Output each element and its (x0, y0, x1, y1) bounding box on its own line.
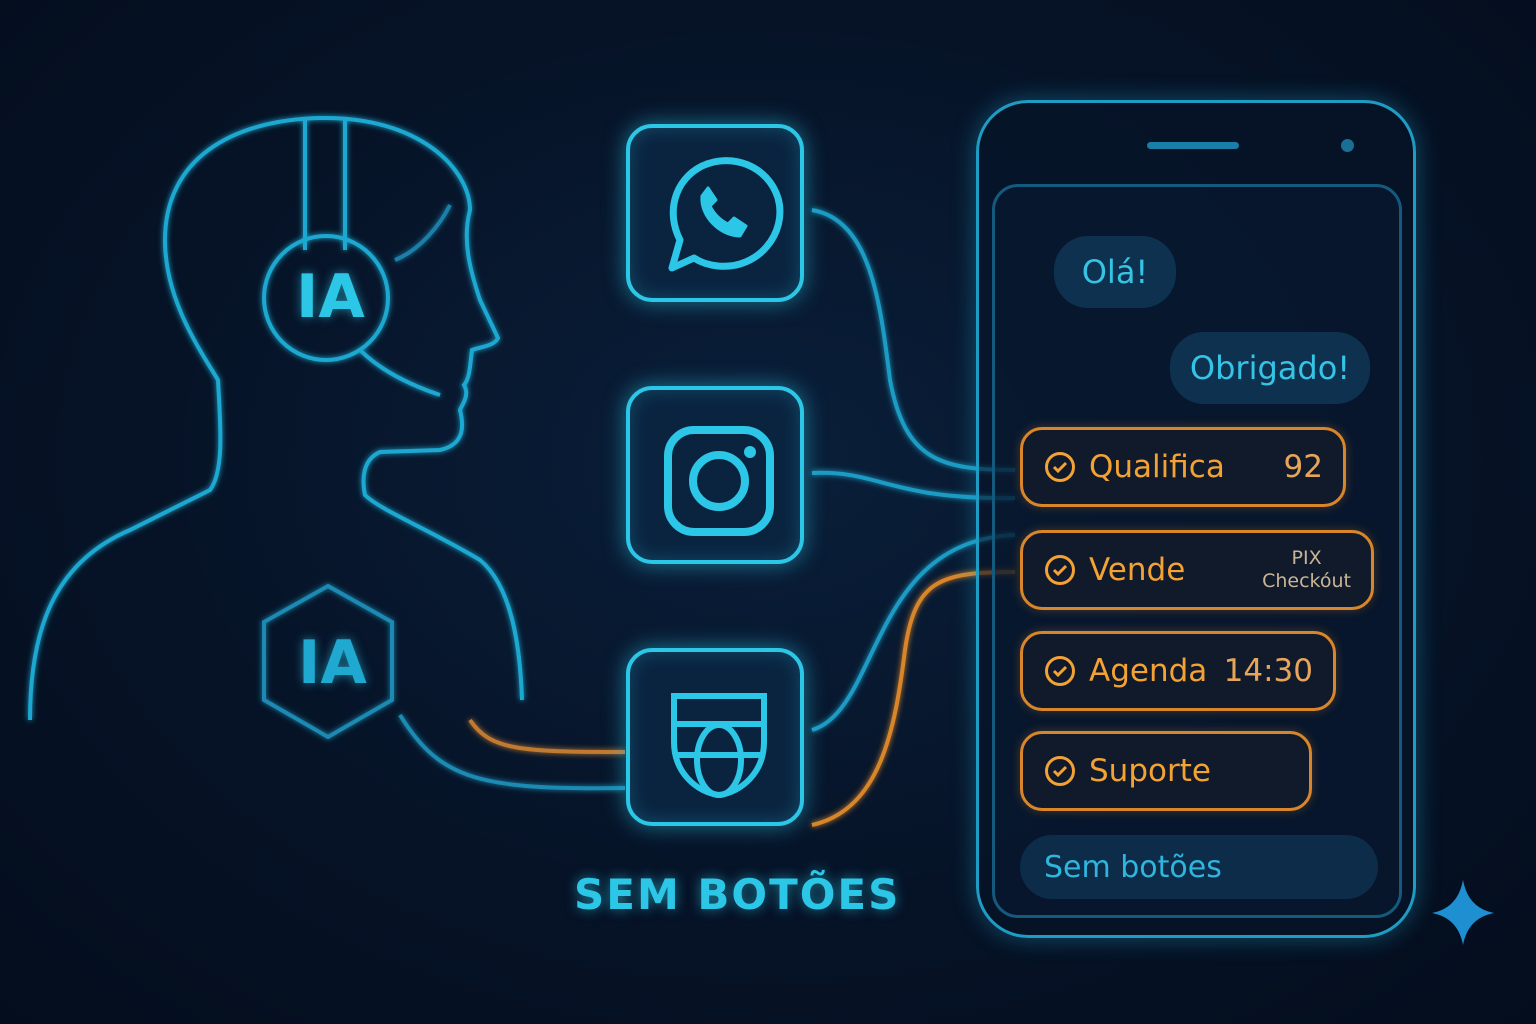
headset-mic (358, 348, 441, 397)
chat-bubble-incoming: Olá! (1054, 236, 1176, 308)
action-value: PIX Checkóut (1262, 547, 1351, 593)
check-circle-icon (1045, 452, 1075, 482)
checkout-label: Checkóut (1262, 570, 1351, 592)
headband (303, 118, 347, 250)
action-card-qualifica[interactable]: Qualifica 92 (1020, 427, 1346, 507)
web-channel-button[interactable] (626, 648, 804, 826)
hexagon-ia-label: IA (298, 628, 367, 698)
action-value: 14:30 (1223, 653, 1313, 689)
action-label: Qualifica (1089, 449, 1225, 485)
globe-shield-icon (671, 693, 767, 799)
action-label: Agenda (1089, 653, 1208, 689)
headset-ia-label: IA (296, 262, 365, 332)
pix-label: PIX (1291, 547, 1322, 569)
phone-camera (1341, 139, 1354, 152)
action-card-vende[interactable]: Vende PIX Checkóut (1020, 530, 1374, 610)
check-circle-icon (1045, 555, 1075, 585)
sparkle-icon (1432, 880, 1494, 945)
chat-bubble-outgoing: Obrigado! (1170, 332, 1370, 404)
instagram-icon (664, 426, 774, 536)
action-value: 92 (1283, 449, 1323, 485)
whatsapp-icon (668, 157, 784, 272)
sem-botoes-caption: SEM BOTÕES (574, 870, 901, 919)
action-label: Suporte (1089, 753, 1211, 789)
check-circle-icon (1045, 656, 1075, 686)
whatsapp-channel-button[interactable] (626, 124, 804, 302)
person-silhouette (28, 115, 524, 721)
action-card-suporte[interactable]: Suporte (1020, 731, 1312, 811)
sem-botoes-pill: Sem botões (1020, 835, 1378, 899)
hexagon (262, 583, 394, 740)
action-card-agenda[interactable]: Agenda 14:30 (1020, 631, 1336, 711)
action-label: Vende (1089, 552, 1186, 588)
headset-earcup (262, 234, 390, 362)
instagram-channel-button[interactable] (626, 386, 804, 564)
phone-speaker (1147, 142, 1239, 149)
check-circle-icon (1045, 756, 1075, 786)
